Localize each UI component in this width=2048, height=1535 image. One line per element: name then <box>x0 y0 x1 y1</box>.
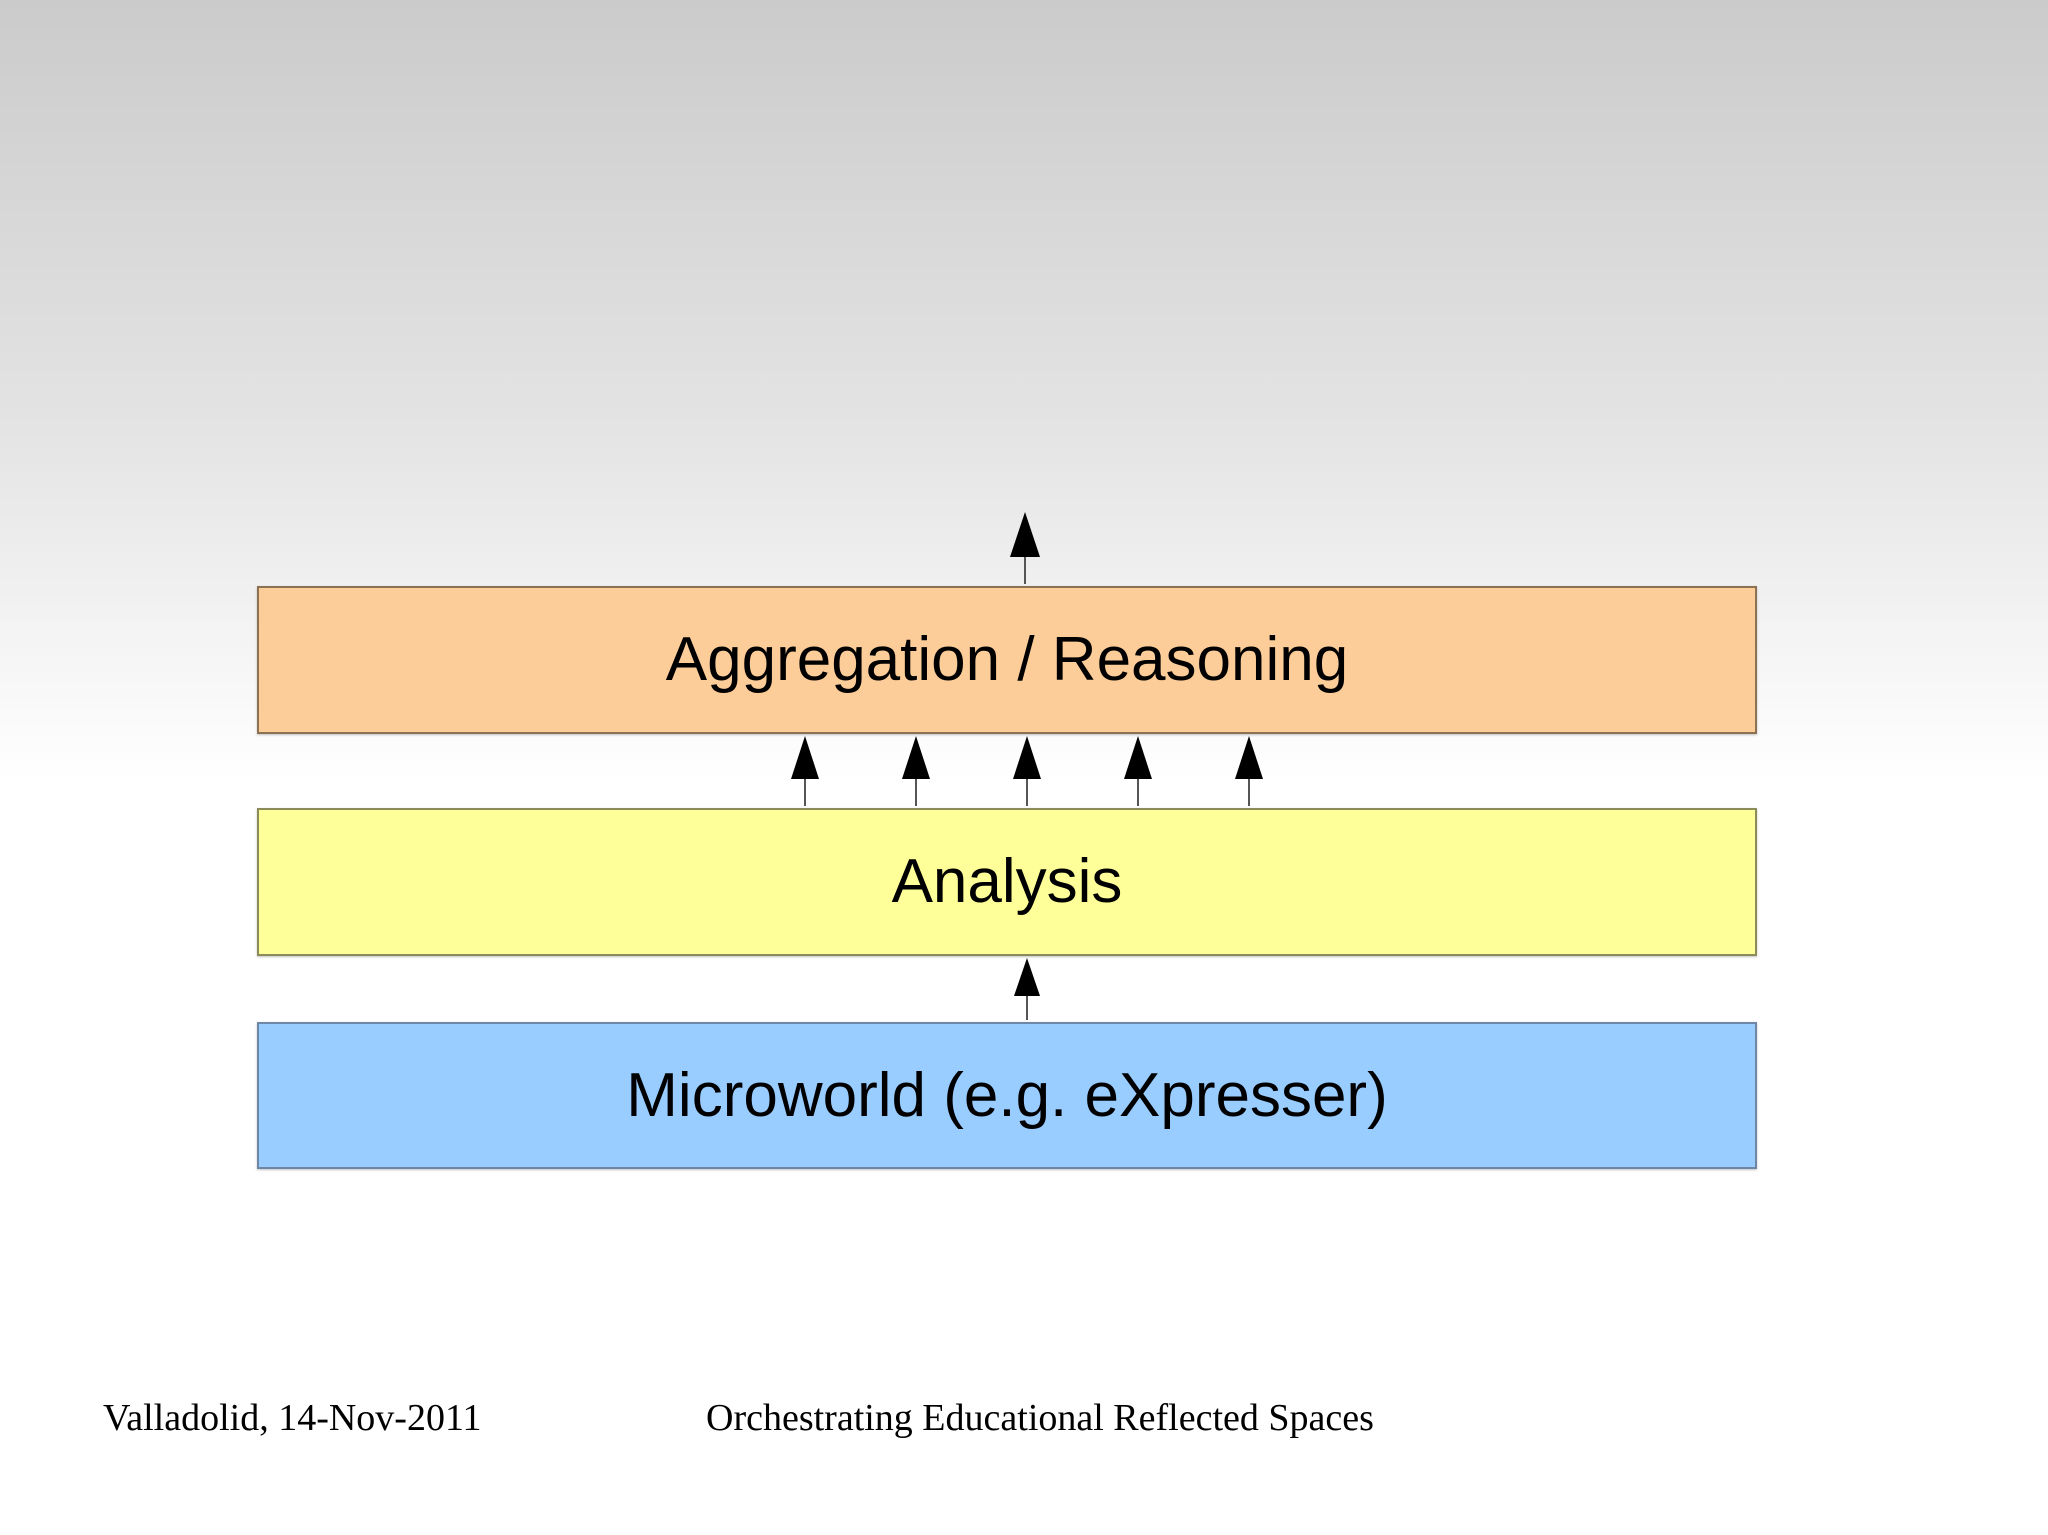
arrow-microworld-to-analysis-head <box>1014 958 1040 996</box>
layer-box-microworld: Microworld (e.g. eXpresser) <box>257 1022 1757 1169</box>
arrow-analysis-to-aggregation-head <box>1013 736 1041 779</box>
arrow-analysis-to-aggregation-head <box>1124 736 1152 779</box>
arrow-analysis-to-aggregation-head <box>791 736 819 779</box>
arrow-analysis-to-aggregation-head <box>1235 736 1263 779</box>
footer-date: Valladolid, 14-Nov-2011 <box>103 1397 482 1439</box>
layer-label-aggregation: Aggregation / Reasoning <box>665 625 1349 694</box>
layer-box-analysis: Analysis <box>257 808 1757 956</box>
footer-title: Orchestrating Educational Reflected Spac… <box>706 1397 1374 1439</box>
arrow-analysis-to-aggregation-head <box>902 736 930 779</box>
layer-label-microworld: Microworld (e.g. eXpresser) <box>626 1060 1388 1130</box>
arrow-output-up-head <box>1010 512 1040 557</box>
layer-box-aggregation: Aggregation / Reasoning <box>257 586 1757 734</box>
layer-label-analysis: Analysis <box>891 847 1123 916</box>
